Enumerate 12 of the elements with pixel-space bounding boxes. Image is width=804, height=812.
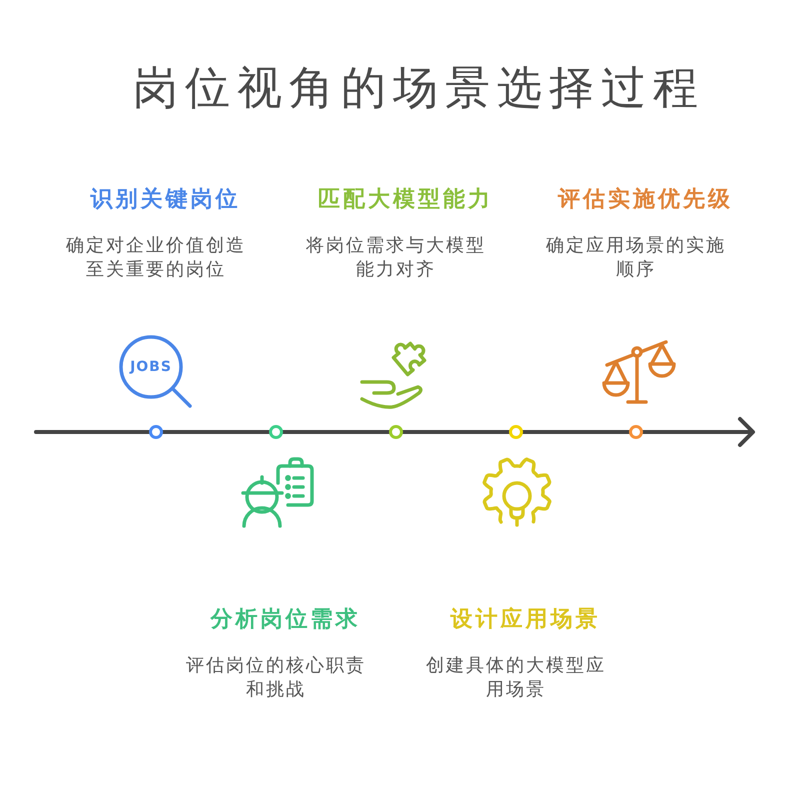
step-description: 将岗位需求与大模型能力对齐: [305, 234, 487, 282]
step-description: 确定应用场景的实施顺序: [545, 234, 727, 282]
step-title: 设计应用场景: [449, 605, 600, 634]
step-description: 确定对企业价值创造至关重要的岗位: [65, 234, 247, 282]
step-description: 评估岗位的核心职责和挑战: [185, 654, 367, 702]
icon-text: JOBS: [130, 359, 172, 375]
step-title: 匹配大模型能力: [317, 185, 493, 214]
title: 岗位视角的场景选择过程: [133, 60, 705, 116]
step-description: 创建具体的大模型应用场景: [425, 654, 607, 702]
step-title: 分析岗位需求: [209, 605, 360, 634]
step-title: 评估实施优先级: [556, 185, 733, 214]
step-title: 识别关键岗位: [89, 185, 240, 214]
